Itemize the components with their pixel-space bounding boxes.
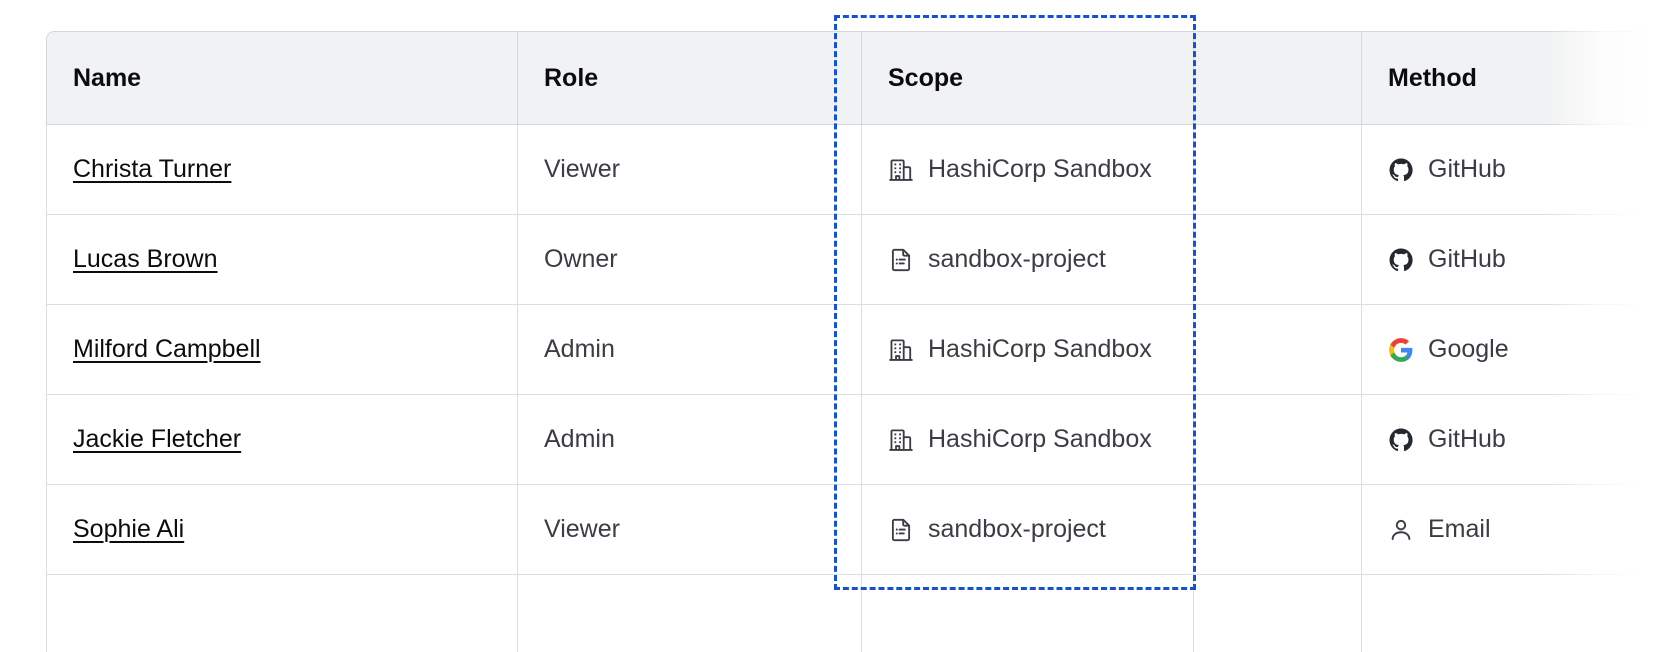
cell-scope: HashiCorp Sandbox: [862, 305, 1194, 395]
cell-role: Admin: [518, 395, 862, 485]
scope-value: HashiCorp Sandbox: [888, 157, 1167, 183]
organization-building-icon: [888, 157, 914, 183]
table-row[interactable]: Milford Campbell Admin HashiCorp Sandbox Go…: [46, 305, 1672, 395]
organization-building-icon: [888, 427, 914, 453]
scope-label: HashiCorp Sandbox: [928, 335, 1152, 363]
member-name-link[interactable]: Christa Turner: [73, 155, 232, 183]
cell-scope: [862, 575, 1194, 652]
cell-name: Lucas Brown: [46, 215, 518, 305]
cell-spacer: [1194, 485, 1362, 575]
cell-role: Admin: [518, 305, 862, 395]
project-document-icon: [888, 517, 914, 543]
column-header-role[interactable]: Role: [518, 31, 862, 125]
method-value: GitHub: [1388, 157, 1659, 183]
cell-name: Milford Campbell: [46, 305, 518, 395]
table-row[interactable]: Lucas Brown Owner sandbox-project GitHub: [46, 215, 1672, 305]
user-person-icon: [1388, 517, 1414, 543]
cell-scope: HashiCorp Sandbox: [862, 395, 1194, 485]
column-header-method[interactable]: Method: [1362, 31, 1672, 125]
scope-value: sandbox-project: [888, 247, 1167, 273]
method-value: GitHub: [1388, 247, 1659, 273]
organization-building-icon: [888, 337, 914, 363]
cell-method: GitHub: [1362, 395, 1672, 485]
method-value: GitHub: [1388, 427, 1659, 453]
cell-spacer: [1194, 395, 1362, 485]
cell-role: Owner: [518, 215, 862, 305]
cell-scope: HashiCorp Sandbox: [862, 125, 1194, 215]
scope-value: HashiCorp Sandbox: [888, 427, 1167, 453]
column-header-spacer: [1194, 31, 1362, 125]
member-name-link[interactable]: Milford Campbell: [73, 335, 261, 363]
scope-label: sandbox-project: [928, 515, 1106, 543]
cell-name: [46, 575, 518, 652]
member-name-link[interactable]: Jackie Fletcher: [73, 425, 242, 453]
cell-name: Jackie Fletcher: [46, 395, 518, 485]
column-header-name[interactable]: Name: [46, 31, 518, 125]
method-label: GitHub: [1428, 155, 1506, 183]
table-header: Name Role Scope Method: [46, 31, 1672, 125]
github-icon: [1388, 157, 1414, 183]
table-row[interactable]: Sophie Ali Viewer sandbox-project Email: [46, 485, 1672, 575]
method-label: Google: [1428, 335, 1509, 363]
cell-scope: sandbox-project: [862, 215, 1194, 305]
scope-value: HashiCorp Sandbox: [888, 337, 1167, 363]
method-label: GitHub: [1428, 425, 1506, 453]
cell-scope: sandbox-project: [862, 485, 1194, 575]
table-row[interactable]: Jackie Fletcher Admin HashiCorp Sandbox Git…: [46, 395, 1672, 485]
github-icon: [1388, 247, 1414, 273]
cell-method: GitHub: [1362, 125, 1672, 215]
table-row[interactable]: Christa Turner Viewer HashiCorp Sandbox Git…: [46, 125, 1672, 215]
method-value: Google: [1388, 337, 1659, 363]
member-name-link[interactable]: Sophie Ali: [73, 515, 185, 543]
table-header-row: Name Role Scope Method: [46, 31, 1672, 125]
method-value: Email: [1388, 517, 1659, 543]
project-document-icon: [888, 247, 914, 273]
scope-label: HashiCorp Sandbox: [928, 425, 1152, 453]
cell-method: [1362, 575, 1672, 652]
scope-label: HashiCorp Sandbox: [928, 155, 1152, 183]
cell-role: [518, 575, 862, 652]
cell-name: Sophie Ali: [46, 485, 518, 575]
cell-spacer: [1194, 575, 1362, 652]
cell-spacer: [1194, 305, 1362, 395]
cell-method: Google: [1362, 305, 1672, 395]
cell-spacer: [1194, 125, 1362, 215]
scope-value: sandbox-project: [888, 517, 1167, 543]
table-row[interactable]: [46, 575, 1672, 652]
google-icon: [1388, 337, 1414, 363]
cell-spacer: [1194, 215, 1362, 305]
cell-role: Viewer: [518, 485, 862, 575]
cell-role: Viewer: [518, 125, 862, 215]
scope-label: sandbox-project: [928, 245, 1106, 273]
github-icon: [1388, 427, 1414, 453]
cell-name: Christa Turner: [46, 125, 518, 215]
member-name-link[interactable]: Lucas Brown: [73, 245, 218, 273]
cell-method: GitHub: [1362, 215, 1672, 305]
column-header-scope[interactable]: Scope: [862, 31, 1194, 125]
method-label: Email: [1428, 515, 1491, 543]
method-label: GitHub: [1428, 245, 1506, 273]
cell-method: Email: [1362, 485, 1672, 575]
